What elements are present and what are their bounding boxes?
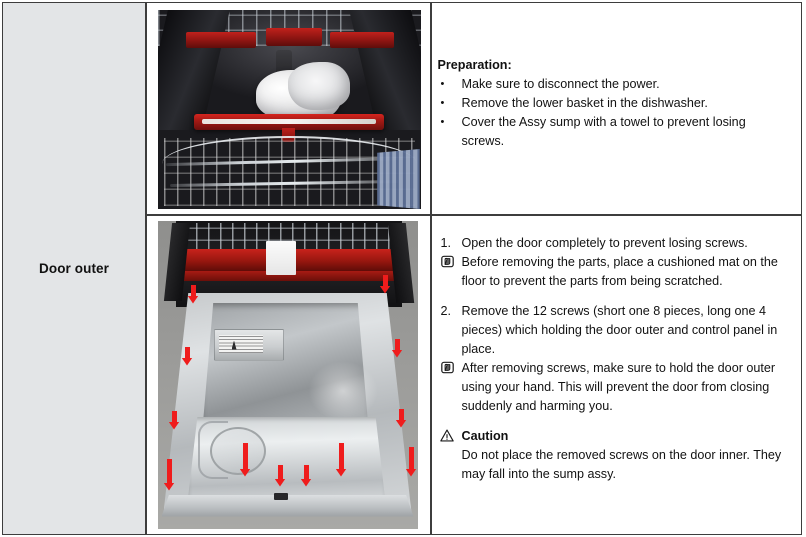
procedure-step: 2. Remove the 12 screws (short one 8 pie… <box>438 302 790 359</box>
photo2-door-latch <box>273 492 288 500</box>
procedure-note: Before removing the parts, place a cushi… <box>438 253 790 291</box>
preparation-text-cell: Preparation: • Make sure to disconnect t… <box>432 3 802 214</box>
screw-location-arrow <box>379 274 391 294</box>
photo2-detergent-dispenser <box>213 328 284 361</box>
spacer <box>438 291 790 302</box>
bullet-icon: • <box>440 97 445 109</box>
photo1-blue-cutlery-basket <box>376 148 420 209</box>
preparation-heading: Preparation: <box>437 58 512 72</box>
row-divider <box>145 214 802 216</box>
step-number: 2. <box>440 303 452 318</box>
photo2-filter-circle <box>209 426 266 475</box>
preparation-item: • Make sure to disconnect the power. <box>438 75 788 94</box>
photo1-red-bar-right <box>329 32 394 48</box>
part-name-label: Door outer <box>39 261 109 276</box>
bullet-icon: • <box>440 78 445 90</box>
photo1-red-bar-left <box>185 32 256 48</box>
photo-cell-preparation <box>147 3 431 214</box>
dishwasher-interior-with-towel-photo <box>157 10 421 209</box>
warning-triangle-icon <box>438 427 462 446</box>
preparation-item-text: Make sure to disconnect the power. <box>461 77 660 91</box>
bullet-icon: • <box>440 116 445 128</box>
caution-text: Do not place the removed screws on the d… <box>461 447 782 481</box>
photo1-red-bar-center <box>265 28 322 46</box>
photo2-white-label <box>265 240 296 275</box>
screw-location-arrow <box>391 338 403 358</box>
screw-location-arrow <box>405 446 417 477</box>
photo2-bottom-edge <box>161 494 414 517</box>
photo2-dispenser-label <box>218 334 263 353</box>
procedure-step: 1. Open the door completely to prevent l… <box>438 234 790 253</box>
screw-location-arrow <box>163 458 175 491</box>
photo1-red-spray-arm <box>193 114 384 130</box>
screw-location-arrow <box>335 442 347 477</box>
photo1-basket-front-rail <box>161 136 417 164</box>
note-icon <box>438 253 462 291</box>
screw-location-arrow <box>300 464 312 487</box>
note-text: After removing screws, make sure to hold… <box>461 360 776 413</box>
step-text: Remove the 12 screws (short one 8 pieces… <box>461 303 778 356</box>
step-number: 1. <box>440 235 452 250</box>
note-icon <box>438 359 462 416</box>
procedure-text-cell: 1. Open the door completely to prevent l… <box>432 216 802 535</box>
photo1-towel-fold <box>287 62 350 110</box>
caution-heading: Caution <box>438 427 790 446</box>
column-divider-left <box>145 3 147 534</box>
screw-location-arrow <box>187 284 199 304</box>
photo2-filter-handle <box>197 420 228 479</box>
column-divider-right <box>430 3 432 534</box>
preparation-item: • Remove the lower basket in the dishwas… <box>438 94 788 113</box>
screw-location-arrow <box>168 410 180 430</box>
photo2-glare <box>307 360 378 421</box>
procedure-note: After removing screws, make sure to hold… <box>438 359 790 416</box>
part-name-cell: Door outer <box>3 3 145 534</box>
caution-title: Caution <box>461 428 509 443</box>
photo2-red-lip <box>181 270 394 281</box>
screw-location-arrow <box>181 346 193 366</box>
screw-location-arrow <box>395 408 407 428</box>
preparation-item-text: Remove the lower basket in the dishwashe… <box>461 96 708 110</box>
photo-cell-procedure <box>147 216 431 537</box>
screw-location-arrow <box>274 464 286 487</box>
screw-location-arrow <box>239 442 251 477</box>
door-outer-screw-locations-photo <box>157 220 418 529</box>
preparation-item-text: Cover the Assy sump with a towel to prev… <box>461 115 746 148</box>
preparation-item: • Cover the Assy sump with a towel to pr… <box>438 113 788 151</box>
spacer <box>438 416 790 427</box>
note-text: Before removing the parts, place a cushi… <box>461 254 778 288</box>
step-text: Open the door completely to prevent losi… <box>461 235 748 250</box>
